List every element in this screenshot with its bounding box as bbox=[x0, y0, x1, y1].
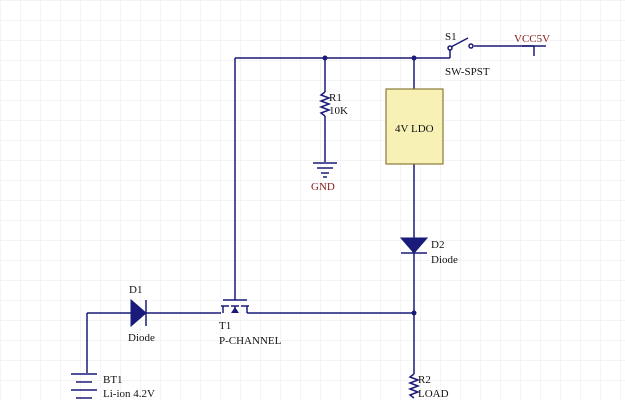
r1-zigzag bbox=[318, 91, 332, 117]
mosfet-t1: T1 P-CHANNEL bbox=[219, 299, 282, 347]
d1-designator: D1 bbox=[129, 284, 142, 296]
gnd-label: GND bbox=[311, 181, 335, 193]
battery-bt1: BT1 Li-ion 4.2V bbox=[71, 373, 155, 400]
vcc-label: VCC5V bbox=[514, 33, 550, 45]
switch-blade bbox=[450, 37, 469, 48]
resistor-r1: R1 10K bbox=[318, 91, 348, 117]
d2-value: Diode bbox=[431, 254, 458, 266]
bt1-value: Li-ion 4.2V bbox=[103, 388, 155, 400]
t1-value: P-CHANNEL bbox=[219, 335, 282, 347]
ground-symbol: GND bbox=[311, 162, 337, 193]
bt1-designator: BT1 bbox=[103, 374, 123, 386]
d1-value: Diode bbox=[128, 332, 155, 344]
s1-designator: S1 bbox=[445, 31, 457, 43]
r2-value: LOAD bbox=[418, 388, 449, 400]
power-port-vcc: VCC5V bbox=[514, 33, 550, 47]
ldo-label: 4V LDO bbox=[395, 123, 434, 135]
resistor-r2: R2 LOAD bbox=[407, 373, 449, 400]
junction-dot bbox=[411, 310, 417, 316]
r1-value: 10K bbox=[329, 105, 348, 117]
junction-dot bbox=[411, 55, 417, 61]
switch-contact bbox=[468, 43, 474, 49]
diode-d1: D1 Diode bbox=[128, 284, 155, 344]
s1-value: SW-SPST bbox=[445, 66, 490, 78]
d2-designator: D2 bbox=[431, 239, 444, 251]
junction-dot bbox=[322, 55, 328, 61]
switch-contact bbox=[447, 45, 453, 51]
d1-triangle bbox=[130, 298, 147, 328]
ldo-regulator: 4V LDO bbox=[385, 88, 444, 165]
t1-designator: T1 bbox=[219, 320, 231, 332]
junctions bbox=[322, 55, 417, 316]
r2-zigzag bbox=[407, 373, 421, 399]
diode-d2: D2 Diode bbox=[399, 237, 458, 266]
r2-designator: R2 bbox=[418, 374, 431, 386]
r1-designator: R1 bbox=[329, 92, 342, 104]
ldo-body bbox=[385, 88, 444, 165]
mosfet-arrow bbox=[231, 307, 239, 313]
switch-s1: S1 SW-SPST bbox=[445, 31, 490, 78]
d2-triangle bbox=[399, 237, 429, 254]
